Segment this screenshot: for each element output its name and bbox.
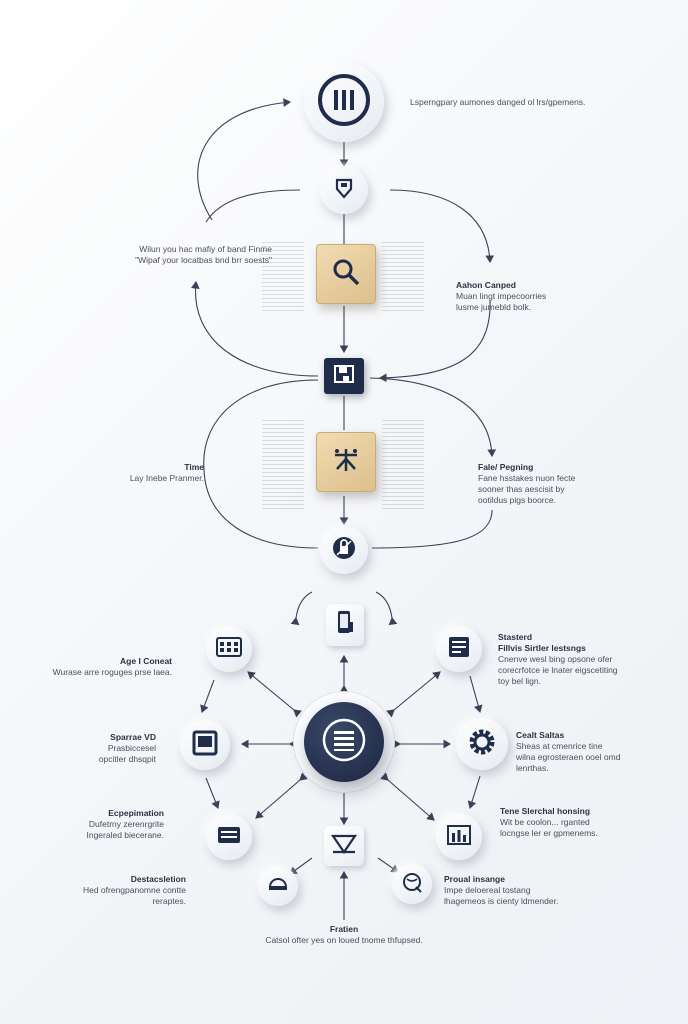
terminal-window-icon xyxy=(217,826,241,849)
save-node[interactable] xyxy=(324,358,364,394)
spoke-stack xyxy=(386,671,441,718)
arc-left xyxy=(290,591,313,626)
loop-left-mid xyxy=(190,280,319,377)
shield-node[interactable] xyxy=(320,166,368,214)
loop-right-top xyxy=(389,189,495,264)
top-node[interactable] xyxy=(304,62,384,142)
stack-icon xyxy=(447,636,471,663)
calendar-grid-icon xyxy=(216,636,242,662)
loop-left-inner xyxy=(205,189,301,223)
triangle-node[interactable] xyxy=(324,826,364,866)
helmet-node[interactable] xyxy=(258,866,298,906)
search-icon xyxy=(331,257,361,292)
spoke-globe xyxy=(377,857,399,873)
calendar-node[interactable] xyxy=(206,626,252,672)
pause-bars-icon xyxy=(316,72,372,133)
network-node[interactable] xyxy=(316,432,376,492)
monitor-node[interactable] xyxy=(180,720,230,770)
chart-node[interactable] xyxy=(436,814,482,860)
floppy-icon xyxy=(333,364,355,389)
loop-left-lower xyxy=(203,379,319,549)
gear-node[interactable] xyxy=(456,718,508,770)
edge-system-experimentation xyxy=(205,777,220,810)
label-left-1: Wilun you hac mafiy of band Finme"Wipaf … xyxy=(135,244,272,265)
scanline-decoration xyxy=(262,420,304,510)
spoke-helmet xyxy=(289,857,313,875)
loop-right-return xyxy=(371,509,493,549)
arc-right xyxy=(375,591,398,626)
spoke-terminal xyxy=(255,772,308,819)
triangle-box-icon xyxy=(330,833,358,860)
mobile-icon xyxy=(335,610,355,641)
menu-list-icon xyxy=(321,717,367,768)
gear-icon xyxy=(467,727,497,762)
loop-right-lower xyxy=(369,377,497,458)
scanline-decoration xyxy=(382,242,424,312)
edge-gear-chart xyxy=(467,775,481,810)
shield-badge-icon xyxy=(332,176,356,205)
loop-right-mid xyxy=(378,299,491,383)
scanline-decoration xyxy=(382,420,424,510)
scanline-decoration xyxy=(262,242,304,312)
terminal-node[interactable] xyxy=(206,814,252,860)
edge-stack-gear xyxy=(469,675,483,714)
hub-node[interactable] xyxy=(304,702,384,782)
spoke-calendar xyxy=(247,671,302,718)
lock-circle-icon xyxy=(331,535,357,566)
stack-node[interactable] xyxy=(436,626,482,672)
search-node[interactable] xyxy=(316,244,376,304)
helmet-icon xyxy=(267,875,289,898)
lock-node[interactable] xyxy=(320,526,368,574)
globe-node[interactable] xyxy=(392,864,432,904)
globe-icon xyxy=(401,871,423,898)
spoke-chart xyxy=(380,772,435,821)
monitor-icon xyxy=(192,730,218,761)
bar-chart-icon xyxy=(447,824,471,850)
network-tree-icon xyxy=(331,445,361,480)
loop-left-top xyxy=(197,98,292,221)
edge-calendar-system xyxy=(200,679,215,714)
phone-node[interactable] xyxy=(326,604,364,646)
top-note: Lsperngpary aumones danged ol lrs/gpemen… xyxy=(410,97,586,107)
